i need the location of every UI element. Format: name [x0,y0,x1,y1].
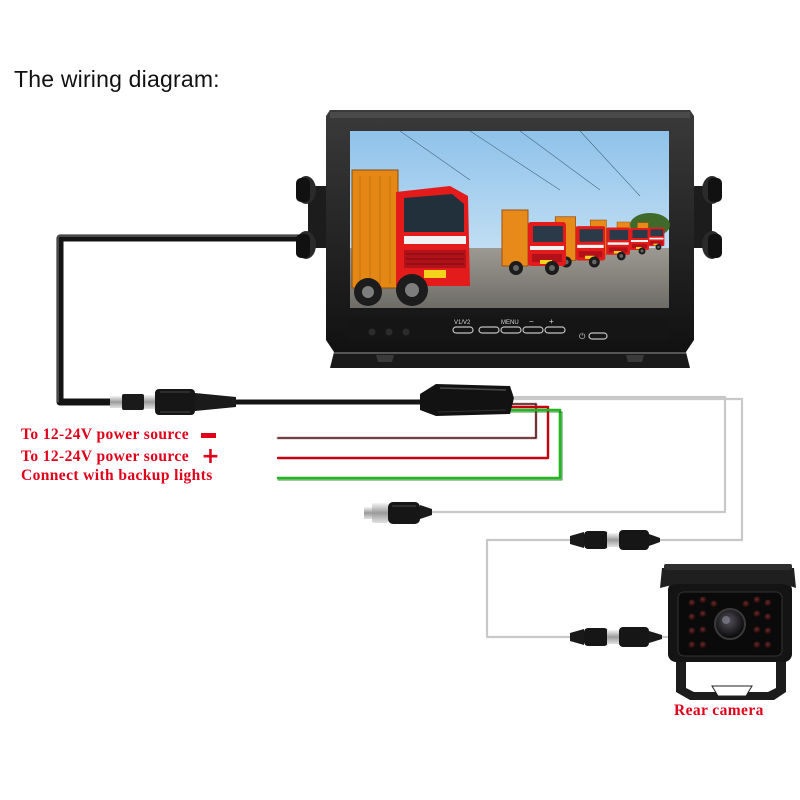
mount-knob-right [690,176,722,259]
wire-video-outer [428,395,727,514]
plus-sign-icon: + [201,444,221,470]
wire-accessory [276,408,562,480]
video-connector [364,502,432,524]
rear-camera [660,564,796,700]
camera-lens [714,608,746,640]
button-minus[interactable] [522,326,544,334]
camera-connector-lower [570,627,662,647]
wire-negative-core [277,403,537,439]
label-positive-text: To 12-24V power source [21,448,189,465]
monitor: V1/V2 MENU − + ⏻ [296,110,722,368]
label-minus: − [529,317,534,326]
camera-bracket [676,656,786,700]
main-cable [56,234,316,406]
label-menu: MENU [501,320,519,326]
main-cable-highlight [57,235,313,403]
wire-accessory-shadow [277,411,563,481]
monitor-screen [350,130,670,308]
minus-sign-icon [201,432,217,438]
monitor-controls: V1/V2 MENU − + ⏻ [350,317,669,341]
mount-knob-left [296,176,330,259]
label-negative: To 12-24V power source [21,426,217,444]
power-plug [110,389,236,415]
button-mode[interactable] [478,326,500,334]
cable-harness [56,234,744,639]
junction-box [420,384,514,416]
button-plus[interactable] [544,326,566,334]
label-v1v2: V1/V2 [454,320,471,326]
monitor-stand [330,352,690,368]
button-menu[interactable] [500,326,522,334]
wire-positive [276,405,550,460]
wire-camera-outer [513,397,744,542]
label-accessory: Connect with backup lights [21,467,213,485]
camera-visor [660,568,796,588]
camera-connector-upper [570,530,660,550]
label-plus: + [549,317,554,326]
camera-ir-leds [688,596,772,649]
lead-truck [351,169,470,306]
diagram-title: The wiring diagram: [14,66,220,92]
label-positive: To 12-24V power source + [21,444,221,470]
label-rear-camera: Rear camera [674,702,764,719]
label-negative-text: To 12-24V power source [21,426,189,443]
label-accessory-text: Connect with backup lights [21,467,213,484]
power-icon: ⏻ [579,332,586,341]
wire-camera-inner [485,538,572,639]
button-v1v2[interactable] [452,326,474,334]
button-power[interactable] [588,332,608,340]
